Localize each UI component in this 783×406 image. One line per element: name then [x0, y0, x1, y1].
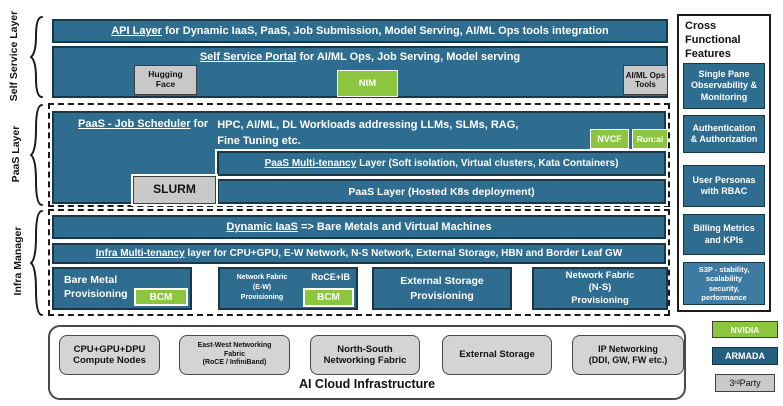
network-ns-provisioning-box: Network Fabric (N-S) Provisioning — [532, 267, 668, 310]
network-ew-label: Network Fabric (E-W) Provisioning — [236, 274, 288, 302]
cff-billing-box: Billing Metrics and KPIs — [683, 214, 765, 255]
api-layer-desc: for Dynamic IaaS, PaaS, Job Submission, … — [161, 25, 609, 37]
bare-metal-bcm-box: BCM — [134, 288, 188, 306]
nvcf-box: NVCF — [590, 129, 629, 149]
portal-title: Self Service Portal — [199, 51, 297, 63]
ai-cloud-infrastructure-box: CPU+GPU+DPU Compute Nodes East-West Netw… — [48, 325, 686, 400]
cff-authentication-box: Authentication & Authorization — [683, 115, 765, 153]
network-ew-bcm-box: BCM — [303, 288, 354, 307]
api-layer-title: API Layer — [111, 25, 162, 37]
infra-mt-desc: layer for CPU+GPU, E-W Network, N-S Netw… — [184, 248, 623, 259]
hugging-face-box: Hugging Face — [134, 65, 197, 95]
cff-user-personas-box: User Personas with RBAC — [683, 165, 765, 207]
compute-nodes-box: CPU+GPU+DPU Compute Nodes — [59, 335, 160, 375]
legend-third-party-rest: Party — [739, 377, 761, 388]
roce-ib-label: RoCE+IB — [311, 272, 350, 282]
paas-hosted-k8s-bar: PaaS Layer (Hosted K8s deployment) — [217, 179, 666, 204]
cross-functional-panel: Cross Functional Features Single Pane Ob… — [677, 14, 771, 312]
legend-third-party-num: 3 — [729, 377, 735, 388]
scheduler-desc: HPC, AI/ML, DL Workloads addressing LLMs… — [217, 119, 519, 147]
network-ew-provisioning-box: Network Fabric (E-W) Provisioning RoCE+I… — [218, 267, 358, 310]
ip-networking-box: IP Networking (DDI, GW, FW etc.) — [572, 335, 684, 375]
cff-s3p-box: S3P - stability, scalability security, p… — [683, 262, 765, 305]
self-service-portal-box: Self Service Portal for AI/ML Ops, Job S… — [52, 46, 668, 98]
dynamic-iaas-bar: Dynamic IaaS => Bare Metals and Virtual … — [52, 215, 666, 239]
portal-desc: for AI/ML Ops, Job Serving, Model servin… — [296, 51, 521, 63]
infra-multitenancy-bar: Infra Multi-tenancy layer for CPU+GPU, E… — [52, 243, 666, 264]
bare-metal-label: Bare Metal Provisioning — [64, 274, 128, 300]
runai-box: Run:ai — [632, 129, 668, 149]
legend-nvidia: NVIDIA — [712, 321, 778, 338]
legend-armada: ARMADA — [712, 347, 778, 365]
scheduler-title: PaaS - Job Scheduler — [78, 118, 191, 130]
paas-mt-desc: Layer (Soft isolation, Virtual clusters,… — [356, 158, 619, 169]
external-storage-box: External Storage — [442, 335, 552, 375]
legend-third-party-sup: rd — [734, 379, 740, 386]
aiml-ops-tools-box: AI/ML Ops Tools — [623, 65, 668, 95]
infra-manager-label: Infra Manager — [12, 226, 24, 296]
api-layer-bar: API Layer for Dynamic IaaS, PaaS, Job Su… — [52, 19, 668, 43]
dynamic-iaas-desc: => Bare Metals and Virtual Machines — [297, 221, 492, 233]
paas-layer-label: PaaS Layer — [10, 125, 22, 183]
ai-cloud-title: AI Cloud Infrastructure — [298, 377, 436, 391]
slurm-box: SLURM — [133, 176, 216, 204]
brace-infra — [30, 209, 44, 317]
infra-mt-title: Infra Multi-tenancy — [95, 248, 185, 259]
cff-observability-box: Single Pane Observability & Monitoring — [683, 63, 765, 109]
brace-paas — [30, 103, 44, 207]
east-west-fabric-box: East-West Networking Fabric (RoCE / Infi… — [179, 335, 290, 375]
scheduler-for: for — [190, 118, 209, 130]
nim-box: NIM — [337, 70, 398, 97]
north-south-fabric-box: North-South Networking Fabric — [310, 335, 420, 375]
cross-functional-title: Cross Functional Features — [685, 20, 741, 60]
dynamic-iaas-title: Dynamic IaaS — [226, 221, 298, 233]
brace-self-service — [30, 15, 44, 99]
external-storage-provisioning-box: External Storage Provisioning — [372, 267, 512, 310]
paas-mt-title: PaaS Multi-tenancy — [264, 158, 357, 169]
bare-metal-provisioning-box: Bare Metal Provisioning BCM — [52, 267, 192, 310]
paas-multitenancy-bar: PaaS Multi-tenancy Layer (Soft isolation… — [217, 151, 666, 176]
